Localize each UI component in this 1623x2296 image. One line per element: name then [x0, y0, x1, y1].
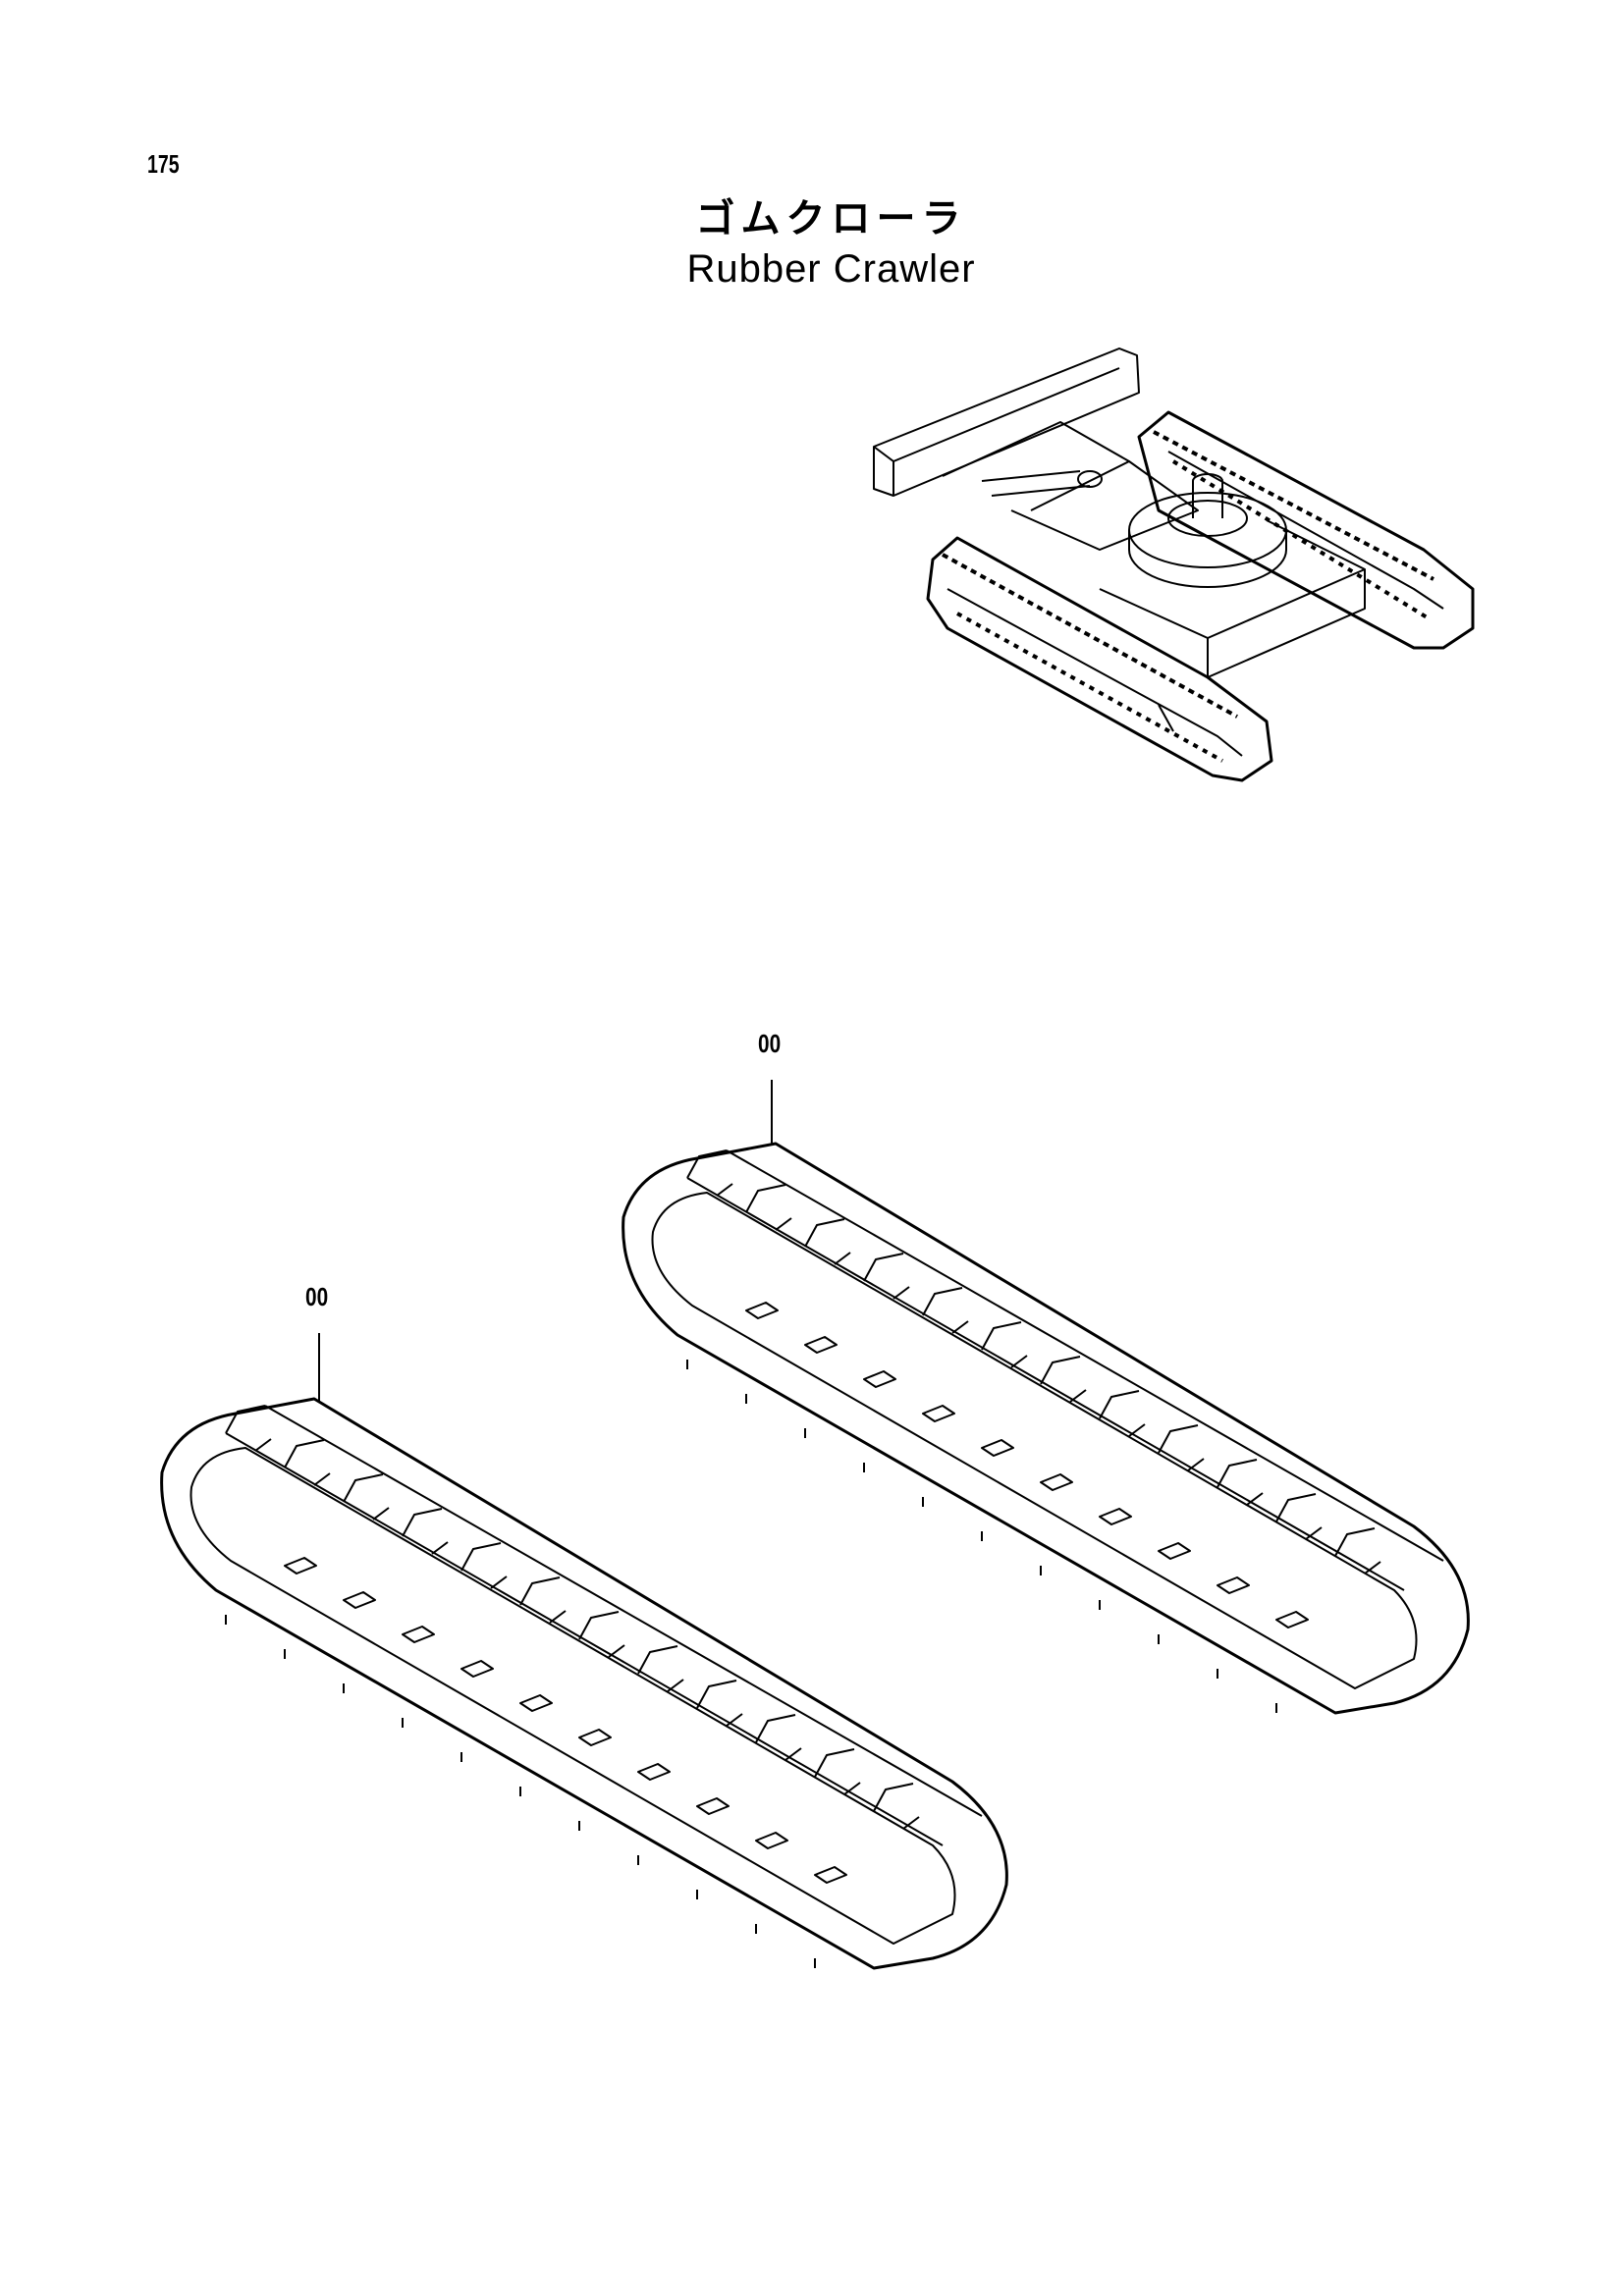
- page-title-english: Rubber Crawler: [686, 247, 976, 291]
- page-number: 175: [147, 149, 180, 179]
- rubber-crawler-track-right: [622, 1142, 1470, 1715]
- callout-label-right-track: 00: [758, 1029, 782, 1058]
- page-title-japanese: ゴムクローラ: [695, 196, 967, 241]
- callout-label-left-track: 00: [305, 1282, 329, 1311]
- undercarriage-overview-figure: [873, 347, 1475, 782]
- rubber-crawler-track-left: [160, 1397, 1008, 1970]
